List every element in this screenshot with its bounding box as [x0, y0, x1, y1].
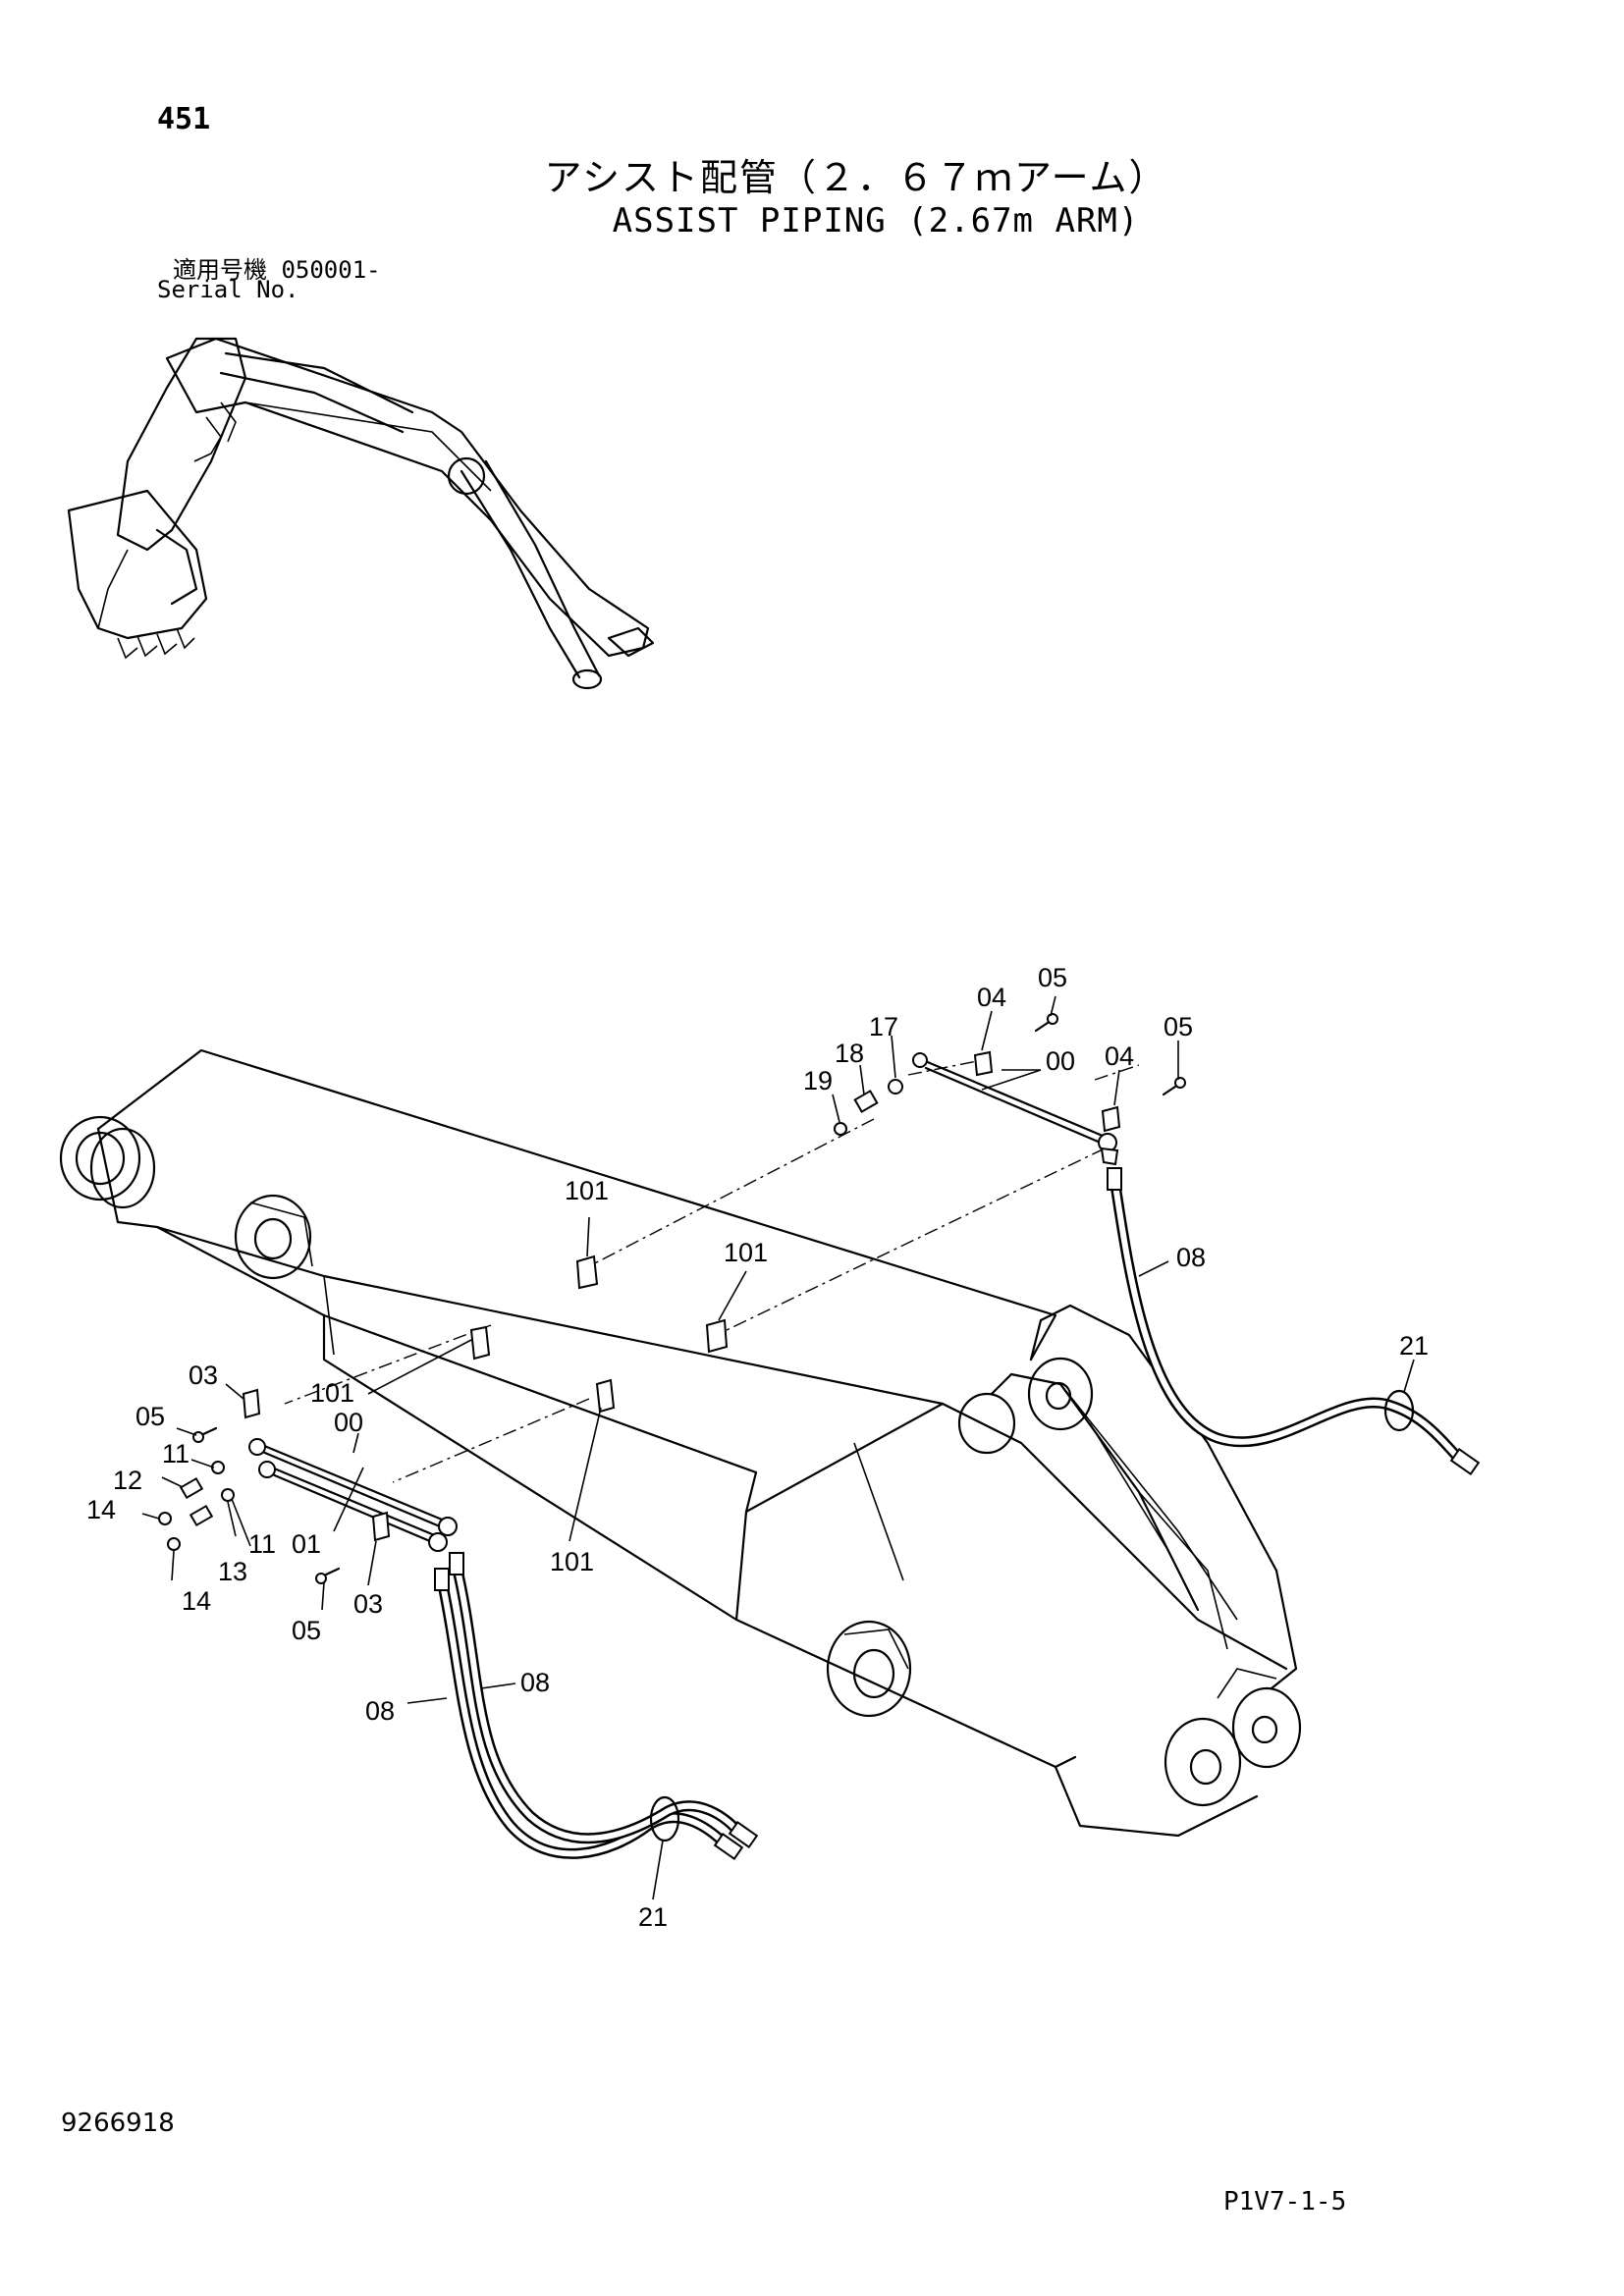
- callout-03: 03: [189, 1361, 218, 1390]
- callout-11: 11: [162, 1439, 189, 1468]
- callout-12: 12: [113, 1466, 142, 1495]
- page-number: 451: [157, 102, 211, 136]
- serial-label-english: Serial No.: [157, 276, 299, 303]
- callout-labels: 05 04 00 04 05 17 18 19 101 101 08 21 03…: [86, 963, 1429, 1932]
- callout-00: 00: [334, 1408, 363, 1437]
- callout-13: 13: [218, 1557, 247, 1586]
- callout-08: 08: [365, 1696, 395, 1726]
- callout-101: 101: [724, 1238, 768, 1267]
- overview-illustration: [67, 337, 655, 690]
- callout-21: 21: [638, 1902, 668, 1932]
- clips-101: [469, 1255, 729, 1414]
- callout-03: 03: [353, 1589, 383, 1619]
- callout-05: 05: [135, 1402, 165, 1431]
- callout-101: 101: [565, 1176, 609, 1205]
- callout-18: 18: [835, 1039, 864, 1068]
- callout-08: 08: [1176, 1243, 1206, 1272]
- callout-19: 19: [803, 1066, 833, 1095]
- callout-04: 04: [977, 983, 1006, 1012]
- callout-05: 05: [1038, 963, 1067, 992]
- title-japanese: アシスト配管（２．６７ｍアーム）: [544, 156, 1168, 199]
- page-code: P1V7-1-5: [1223, 2187, 1347, 2216]
- callout-14: 14: [86, 1495, 116, 1524]
- callout-17: 17: [869, 1012, 898, 1041]
- callout-101: 101: [550, 1547, 594, 1576]
- callout-04: 04: [1105, 1041, 1134, 1071]
- document-number: 9266918: [61, 2109, 175, 2138]
- callout-01: 01: [292, 1529, 321, 1559]
- assembly-lines: [284, 1059, 1140, 1483]
- callout-14: 14: [182, 1586, 211, 1616]
- callout-21: 21: [1399, 1331, 1429, 1361]
- serial-label-japanese: 適用号機 050001-: [173, 256, 381, 284]
- callout-00: 00: [1046, 1046, 1075, 1076]
- leader-lines: [141, 995, 1415, 1900]
- callout-101: 101: [310, 1378, 354, 1408]
- upper-pipe-assembly: [834, 1013, 1186, 1166]
- callout-05: 05: [1164, 1012, 1193, 1041]
- arm-body: [59, 1048, 1302, 1838]
- callout-11: 11: [248, 1529, 276, 1559]
- callout-05: 05: [292, 1616, 321, 1645]
- lower-hoses: [434, 1552, 759, 1861]
- callout-08: 08: [520, 1668, 550, 1697]
- title-english: ASSIST PIPING (2.67m ARM): [612, 201, 1140, 240]
- upper-hose: [1107, 1167, 1481, 1476]
